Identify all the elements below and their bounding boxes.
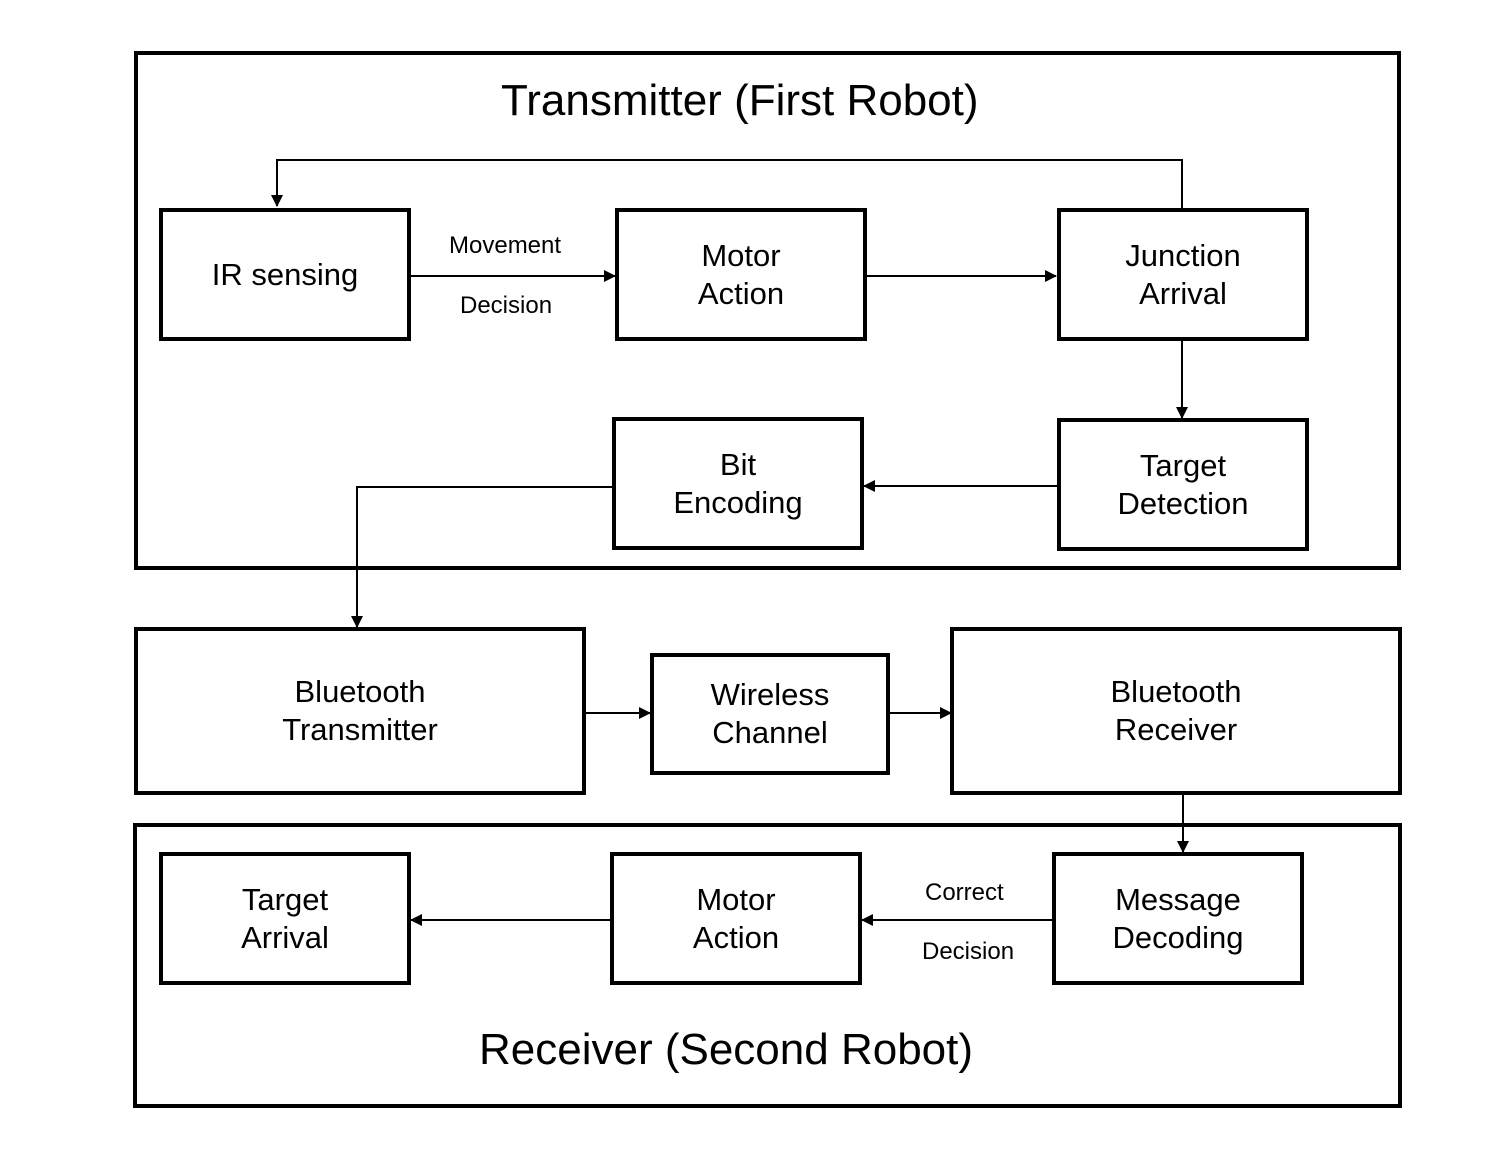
correct-edge-label: Correct bbox=[925, 879, 1004, 906]
bluetooth-transmitter-box: Bluetooth Transmitter bbox=[134, 627, 586, 795]
wireless-channel-label: Wireless Channel bbox=[710, 677, 830, 750]
bluetooth-receiver-box: Bluetooth Receiver bbox=[950, 627, 1402, 795]
bluetooth-receiver-label: Bluetooth Receiver bbox=[1110, 674, 1242, 747]
decision-edge-label-receiver: Decision bbox=[922, 938, 1015, 965]
junction-arrival-box: Junction Arrival bbox=[1057, 208, 1309, 341]
junction-arrival-label: Junction Arrival bbox=[1125, 237, 1241, 311]
message-decoding-box: Message Decoding bbox=[1052, 852, 1304, 985]
bit-encoding-box: Bit Encoding bbox=[612, 417, 864, 550]
target-arrival-box: Target Arrival bbox=[159, 852, 411, 985]
decision-edge-label-transmitter: Decision bbox=[460, 292, 553, 319]
receiver-title: Receiver (Second Robot) bbox=[479, 1025, 974, 1074]
motor-action-box-transmitter: Motor Action bbox=[615, 208, 867, 341]
receiver-frame bbox=[133, 823, 1402, 1108]
target-arrival-label: Target Arrival bbox=[241, 881, 329, 955]
motor-action-label-transmitter: Motor Action bbox=[697, 237, 785, 311]
ir-sensing-box: IR sensing bbox=[159, 208, 411, 341]
motor-action-box-receiver: Motor Action bbox=[610, 852, 862, 985]
ir-sensing-label: IR sensing bbox=[211, 256, 359, 292]
movement-edge-label: Movement bbox=[449, 232, 562, 259]
wireless-channel-box: Wireless Channel bbox=[650, 653, 890, 775]
bluetooth-transmitter-label: Bluetooth Transmitter bbox=[282, 674, 438, 747]
target-detection-box: Target Detection bbox=[1057, 418, 1309, 551]
target-detection-label: Target Detection bbox=[1117, 447, 1249, 521]
bit-encoding-label: Bit Encoding bbox=[673, 446, 803, 520]
transmitter-title: Transmitter (First Robot) bbox=[501, 76, 979, 125]
transmitter-frame bbox=[134, 51, 1401, 570]
motor-action-label-receiver: Motor Action bbox=[692, 881, 780, 955]
message-decoding-label: Message Decoding bbox=[1112, 881, 1244, 955]
